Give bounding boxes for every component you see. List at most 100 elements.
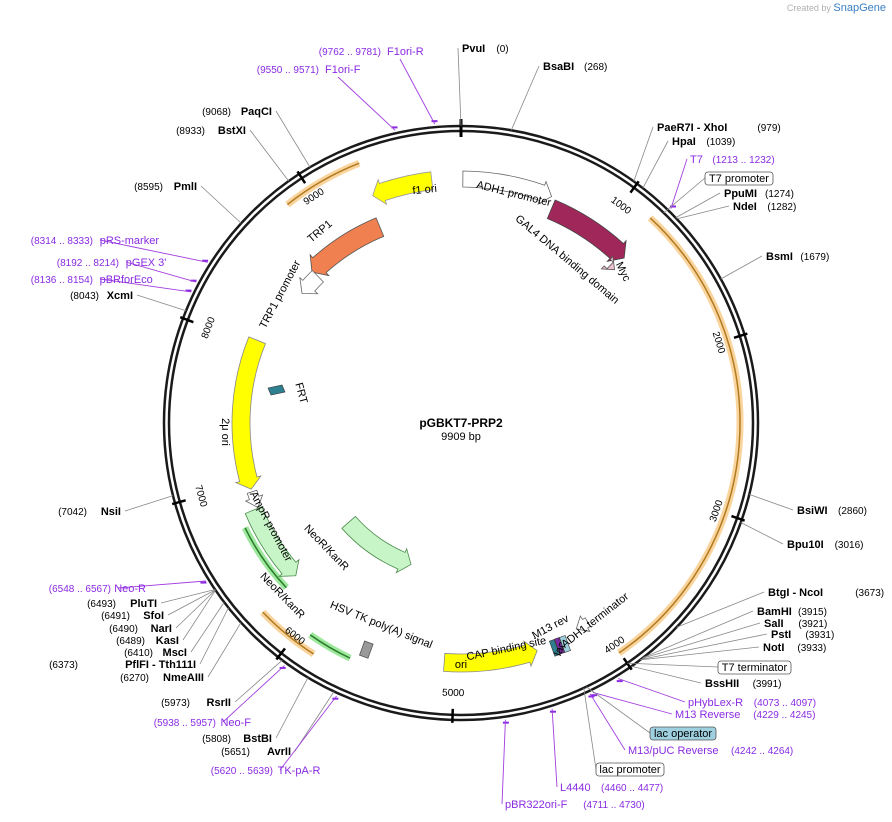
enzyme-leader — [175, 589, 216, 629]
boxed-feature-label: lac operator — [654, 728, 712, 740]
primer-leader — [592, 692, 673, 715]
enzyme-position: (3991) — [753, 679, 782, 690]
enzyme-label-bsmi: BsmI — [766, 251, 793, 263]
tick-label: 1000 — [608, 195, 633, 217]
enzyme-label-kasi: KasI — [156, 635, 179, 647]
lac-operator-block — [559, 635, 571, 653]
primer-range: (4073 .. 4097) — [754, 698, 816, 709]
myc-label: Myc — [613, 260, 633, 284]
primer-leader — [501, 719, 506, 805]
enzyme-position: (8933) — [176, 126, 205, 137]
enzyme-position: (3915) — [798, 607, 827, 618]
primer-label-neo-f: Neo-F — [220, 717, 251, 729]
enzyme-leader — [675, 192, 721, 219]
primer-label-l4440: L4440 — [560, 782, 591, 794]
primer-label-prs-marker: pRS-marker — [100, 235, 160, 247]
adh1-promoter-arrow — [462, 170, 553, 206]
enzyme-label-paqci: PaqCI — [241, 106, 272, 118]
enzyme-position: (1274) — [765, 189, 794, 200]
primer-range: (8192 .. 8214) — [57, 258, 119, 269]
enzyme-position: (979) — [757, 123, 780, 134]
enzyme-leader — [633, 126, 654, 182]
primer-label-phyblex-r: pHybLex-R — [688, 697, 743, 709]
primer-leader — [551, 708, 558, 788]
enzyme-leader — [136, 294, 187, 312]
enzyme-label-pflfi-tth111i: PflFI - Tth111I — [125, 659, 196, 671]
enzyme-leader — [676, 205, 730, 220]
enzyme-position: (3921) — [798, 619, 827, 630]
primer-range: (8314 .. 8333) — [31, 236, 93, 247]
enzyme-leader — [642, 140, 669, 189]
tick-mark — [179, 316, 194, 324]
enzyme-position: (6493) — [87, 599, 116, 610]
enzyme-leader — [640, 646, 760, 661]
enzyme-leader — [457, 47, 462, 127]
enzyme-position: (6410) — [124, 648, 153, 659]
enzyme-leader — [641, 622, 761, 659]
tick-label: 8000 — [200, 315, 218, 340]
orf-highlight-band — [285, 159, 361, 208]
enzyme-label-psti: PstI — [771, 629, 791, 641]
primer-leader — [117, 580, 207, 589]
enzyme-position: (5651) — [221, 747, 250, 758]
trp1-promoter-arrow — [299, 269, 325, 295]
enzyme-label-xcmi: XcmI — [107, 290, 133, 302]
enzyme-label-bpu10i: Bpu10I — [787, 539, 824, 551]
ori-arrow — [443, 640, 538, 673]
hsv-polya-label: HSV TK poly(A) signal — [328, 599, 434, 651]
f1-ori-arrow — [372, 171, 434, 206]
primer-label-t7: T7 — [690, 154, 703, 166]
enzyme-position: (6491) — [101, 611, 130, 622]
trp1-promoter-label: TRP1 promoter — [257, 258, 303, 330]
enzyme-leader — [182, 589, 216, 641]
enzyme-leader — [720, 255, 763, 280]
primer-range: (4711 .. 4730) — [583, 800, 645, 811]
primer-range: (8136 .. 8154) — [31, 275, 93, 286]
enzyme-leader — [294, 691, 335, 752]
enzyme-position: (3673) — [855, 588, 884, 599]
enzyme-label-ppumi: PpuMI — [724, 188, 757, 200]
enzyme-leader — [199, 607, 229, 665]
labels-layer: PvuI(0)BsaBI(268)PaeR7I - XhoI(979)HpaI(… — [31, 43, 884, 811]
enzyme-leader — [160, 589, 216, 604]
two-micron-arrow — [231, 336, 267, 490]
primer-label-f1ori-f: F1ori-F — [325, 64, 361, 76]
primer-range: (9762 .. 9781) — [319, 47, 381, 58]
primer-leader — [99, 239, 208, 263]
enzyme-position: (9068) — [202, 107, 231, 118]
enzyme-label-nari: NarI — [151, 623, 172, 635]
primer-leader — [99, 278, 192, 293]
leader-lines-layer — [99, 47, 794, 805]
plasmid-length: 9909 bp — [441, 431, 481, 443]
enzyme-label-nmeaiii: NmeAIII — [163, 672, 204, 684]
enzyme-position: (6489) — [116, 636, 145, 647]
enzyme-position: (3016) — [835, 540, 864, 551]
enzyme-label-pvui: PvuI — [462, 43, 485, 55]
tick-label: 7000 — [192, 484, 209, 509]
enzyme-leader — [207, 622, 242, 678]
enzyme-label-msci: MscI — [163, 647, 187, 659]
two-micron-label: 2μ ori — [219, 418, 231, 446]
orf-highlight-line — [286, 162, 360, 206]
enzyme-position: (8595) — [134, 182, 163, 193]
enzyme-leader — [510, 65, 540, 131]
enzyme-position: (6373) — [49, 660, 78, 671]
primer-label-m13-reverse: M13 Reverse — [675, 709, 740, 721]
primer-label-f1ori-r: F1ori-R — [387, 46, 424, 58]
snapgene-logo-text: SnapGene — [833, 2, 886, 14]
primer-label-tk-pa-r: TK-pA-R — [278, 765, 321, 777]
enzyme-leader — [676, 591, 765, 628]
primer-label-m13-puc-reverse: M13/pUC Reverse — [628, 745, 718, 757]
enzyme-label-paer7i-xhoi: PaeR7I - XhoI — [657, 122, 727, 134]
m13-rev-block — [548, 639, 560, 657]
enzyme-position: (6490) — [109, 624, 138, 635]
orf-highlight-line — [618, 217, 741, 654]
boxed-feature-box — [704, 171, 774, 186]
enzyme-label-bstxi: BstXI — [218, 125, 246, 137]
hsv-polya-block — [358, 640, 374, 659]
boxed-feature-box — [649, 726, 717, 741]
enzyme-label-ndei: NdeI — [733, 201, 757, 213]
ori-label: ori — [455, 659, 467, 671]
enzyme-label-hpai: HpaI — [672, 136, 696, 148]
